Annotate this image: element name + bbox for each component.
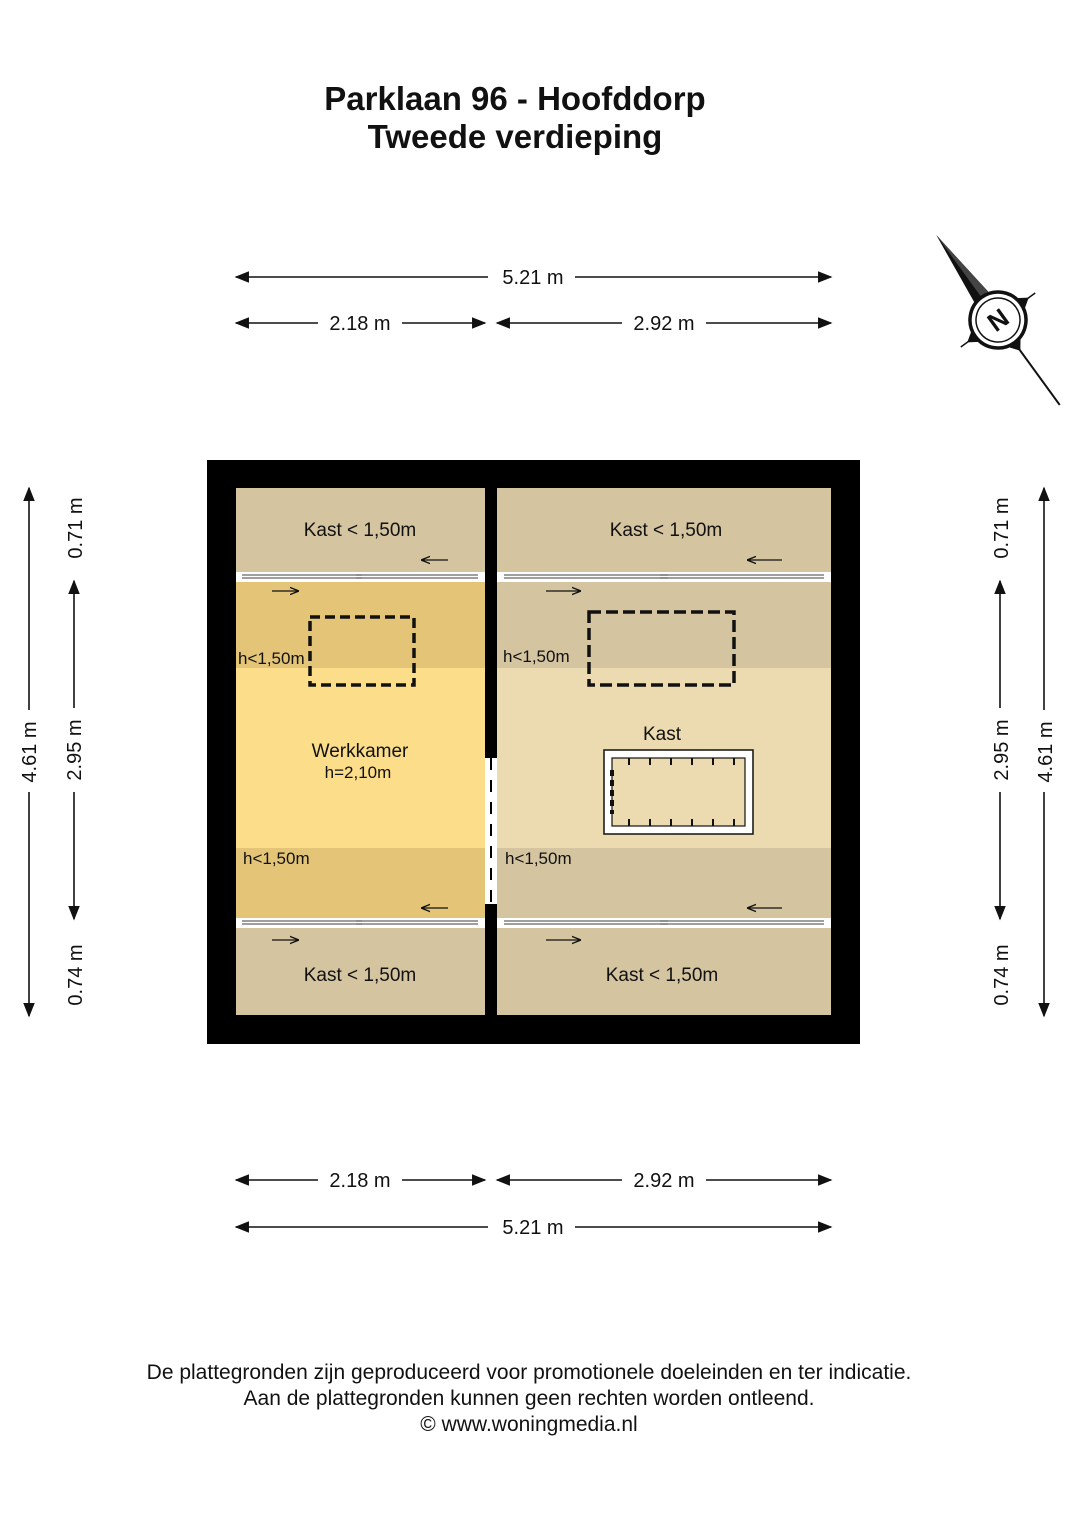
skylight-left [308,615,416,687]
dimension-bottom-total-label: 5.21 m [502,1217,563,1239]
dimension-left-top: 0.71 m [65,497,87,558]
low-ceiling-label-bl: h<1,50m [243,849,310,868]
dimension-top-right: 2.92 m [495,313,833,335]
wardrobe [603,749,754,835]
dimension-right-top: 0.71 m [991,497,1013,558]
dimension-right-total-label: 4.61 m [1035,721,1057,782]
kast-top-left [236,488,485,572]
werkkamer-low-top [236,582,485,668]
right-room-low-bottom [497,848,831,918]
right-room-low-top [497,582,831,668]
werkkamer-low-bottom [236,848,485,918]
skylight-right [587,610,736,687]
werkkamer-label: Werkkamer [312,741,409,762]
kast-top-right [497,488,831,572]
wardrobe-label: Kast [643,724,682,745]
low-ceiling-label-tl: h<1,50m [238,649,305,668]
low-ceiling-label-tr: h<1,50m [503,647,570,666]
dimension-left-top-label: 0.71 m [65,497,87,558]
kast-bottom-right-label: Kast < 1,50m [606,965,718,986]
disclaimer-copyright: © www.woningmedia.nl [420,1413,638,1436]
dimension-top-total-label: 5.21 m [502,267,563,289]
dimension-bottom-left-label: 2.18 m [329,1170,390,1192]
dimension-left-middle: 2.95 m [64,579,86,921]
dimension-top-total: 5.21 m [234,267,833,289]
dimension-top-left: 2.18 m [234,313,487,335]
page-subtitle: Tweede verdieping [367,118,663,155]
disclaimer: De plattegronden zijn geproduceerd voor … [0,1360,1058,1438]
dimension-right-bottom-label: 0.74 m [991,944,1013,1005]
kast-bottom-left [236,928,485,1015]
low-ceiling-label-br: h<1,50m [505,849,572,868]
dimension-left-total: 4.61 m [19,486,41,1018]
dimension-bottom-left: 2.18 m [234,1170,487,1192]
dimension-right-top-label: 0.71 m [991,497,1013,558]
dimension-right-bottom: 0.74 m [991,944,1013,1005]
dimension-bottom-right: 2.92 m [495,1170,833,1192]
title-block: Parklaan 96 - Hoofddorp Tweede verdiepin… [0,80,1030,156]
doorway-opening [485,758,497,904]
dimension-top-left-label: 2.18 m [329,313,390,335]
dimension-left-total-label: 4.61 m [19,721,41,782]
kast-top-right-label: Kast < 1,50m [610,520,722,541]
sliding-door-top-left [236,572,485,582]
dimension-right-middle-label: 2.95 m [991,719,1013,780]
dimension-right-total: 4.61 m [1035,486,1057,1018]
sliding-door-top-right [497,572,831,582]
page-title: Parklaan 96 - Hoofddorp [324,80,706,117]
werkkamer-height-label: h=2,10m [325,763,392,782]
dimension-left-middle-label: 2.95 m [64,719,86,780]
kast-bottom-right [497,928,831,1015]
kast-top-left-label: Kast < 1,50m [304,520,416,541]
sliding-door-bottom-left [236,918,485,928]
dimension-left-bottom: 0.74 m [65,944,87,1005]
disclaimer-line-1: De plattegronden zijn geproduceerd voor … [146,1361,912,1384]
dimension-bottom-total: 5.21 m [234,1217,833,1239]
disclaimer-line-2: Aan de plattegronden kunnen geen rechten… [243,1387,815,1410]
dimension-top-right-label: 2.92 m [633,313,694,335]
kast-bottom-left-label: Kast < 1,50m [304,965,416,986]
compass: N [936,235,1061,406]
dimension-left-bottom-label: 0.74 m [65,944,87,1005]
sliding-door-bottom-right [497,918,831,928]
slide-arrows [272,560,782,940]
dimension-bottom-right-label: 2.92 m [633,1170,694,1192]
dimension-right-middle: 2.95 m [991,579,1013,921]
